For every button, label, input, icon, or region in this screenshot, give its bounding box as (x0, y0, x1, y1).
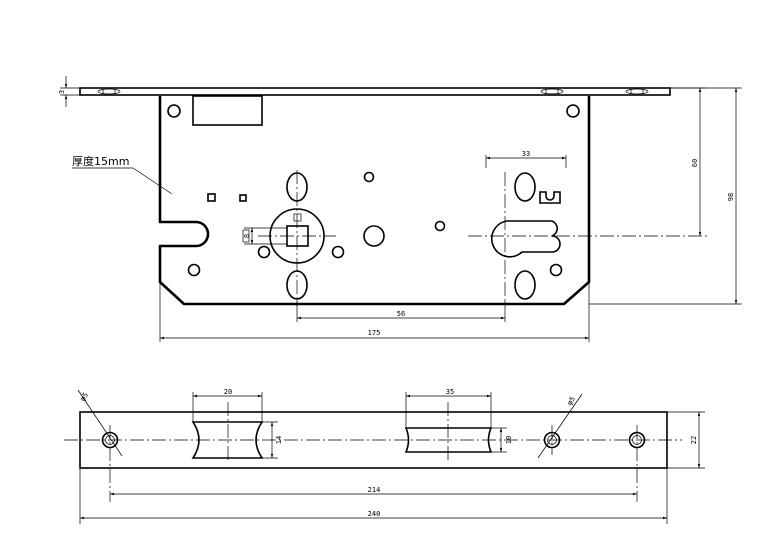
mounting-hole (549, 263, 563, 277)
hub-pin (331, 245, 345, 259)
dim-hole-diameter-left: φ5 (79, 391, 90, 403)
dim-hole-spacing: 214 (368, 486, 381, 494)
mounting-hole (187, 263, 201, 277)
faceplate-dimensions: 20 35 14 10 22 φ5 φ5 214 240 (77, 388, 705, 524)
pin-hole (434, 220, 446, 232)
pin-square (239, 194, 247, 202)
dim-latch-slot-width: 20 (224, 388, 232, 396)
dim-98: 98 (727, 193, 735, 201)
latch-hook (539, 191, 561, 204)
dim-latch-slot-height: 14 (275, 436, 283, 444)
dim-hole-diameter-right: φ5 (566, 395, 577, 407)
pin-hole (363, 171, 375, 183)
faceplate-view (64, 402, 682, 502)
faceplate-screw-marks (97, 88, 649, 95)
mounting-hole (167, 104, 181, 118)
hub-pin (257, 245, 271, 259)
pin-square (207, 193, 216, 202)
spindle-notch (293, 213, 302, 222)
dim-bolt-slot-width: 35 (446, 388, 454, 396)
dim-bolt-width: 33 (522, 150, 530, 158)
mounting-hole (566, 104, 580, 118)
lock-body-view (79, 87, 708, 306)
cylinder-slot-bottom (514, 270, 536, 300)
top-view-dimensions: 3 33 60 98 8 56 175 厚度15mm (58, 76, 742, 342)
latch-block (192, 95, 263, 126)
faceplate-strip (79, 87, 671, 96)
thickness-note: 厚度15mm (72, 154, 129, 168)
dim-bolt-slot-height: 10 (505, 436, 513, 444)
dim-60: 60 (691, 159, 699, 167)
cylinder-slot-top (514, 172, 536, 202)
cylinder-profile-hole (491, 220, 561, 258)
dim-faceplate-height: 22 (690, 436, 698, 444)
lock-case-outline (158, 96, 591, 306)
dim-frame (242, 229, 250, 243)
dim-center-distance: 56 (397, 310, 405, 318)
dim-case-width: 175 (368, 329, 381, 337)
dim-plate-thickness: 3 (58, 90, 66, 94)
dim-spindle-square: 8 (243, 234, 251, 238)
dim-faceplate-length: 240 (368, 510, 381, 518)
center-hole (363, 225, 385, 247)
